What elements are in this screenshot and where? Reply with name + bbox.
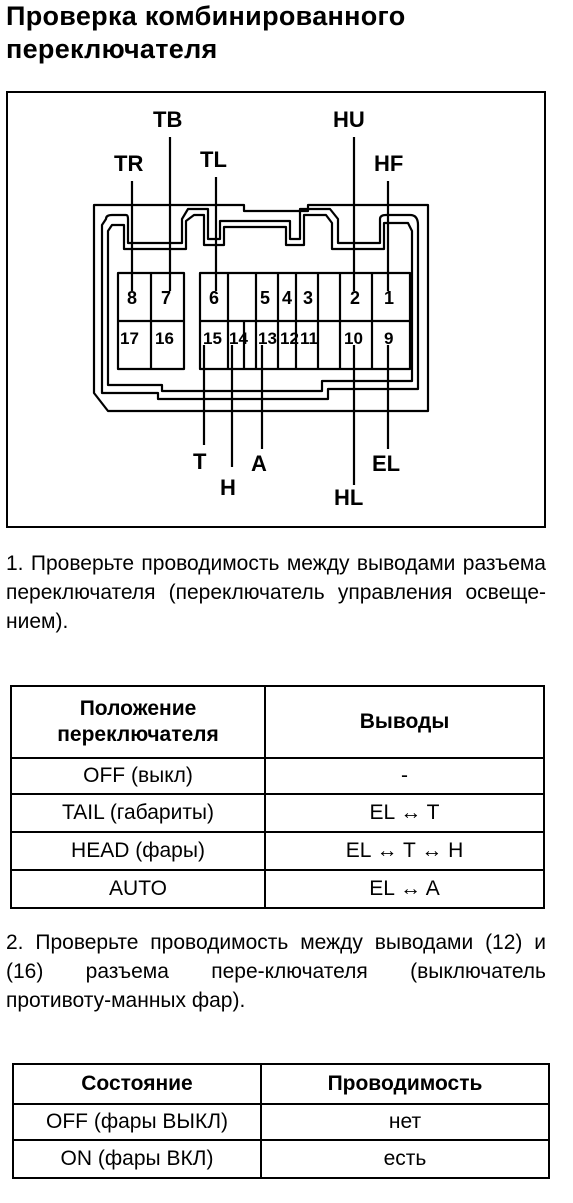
step-1-text: 1. Проверьте проводимость между выводами… xyxy=(6,552,546,633)
pin-14: 14 xyxy=(229,329,248,348)
label-h: H xyxy=(220,475,236,500)
pin-6: 6 xyxy=(209,288,220,308)
table-row: OFF (выкл) - xyxy=(10,757,545,795)
cell-continuity: есть xyxy=(260,1139,550,1179)
fog-lamp-switch-table: Состояние Проводимость OFF (фары ВЫКЛ) н… xyxy=(12,1063,550,1179)
label-hu: HU xyxy=(333,107,365,132)
header-continuity: Проводимость xyxy=(260,1063,550,1105)
label-tr: TR xyxy=(114,151,144,176)
title-line-1: Проверка комбинированного xyxy=(6,1,406,31)
lighting-switch-table: Положение переключателя Выводы OFF (выкл… xyxy=(10,685,545,909)
pin-15: 15 xyxy=(203,329,222,348)
pin-4: 4 xyxy=(282,288,293,308)
pin-2: 2 xyxy=(350,288,361,308)
label-tl: TL xyxy=(200,147,227,172)
label-t: T xyxy=(193,449,207,474)
step-2-text: 2. Проверьте проводимость между выводами… xyxy=(6,931,546,1012)
pin-17: 17 xyxy=(120,329,139,348)
label-a: A xyxy=(251,451,267,476)
pin-12: 12 xyxy=(280,329,299,348)
pin-5: 5 xyxy=(260,288,271,308)
cell-position: HEAD (фары) xyxy=(10,831,266,871)
pin-16: 16 xyxy=(155,329,174,348)
label-tb: TB xyxy=(153,107,183,132)
header-state: Состояние xyxy=(12,1063,262,1105)
pin-1: 1 xyxy=(384,288,395,308)
table-header-row: Состояние Проводимость xyxy=(12,1063,550,1105)
cell-state: ON (фары ВКЛ) xyxy=(12,1139,262,1179)
pin-9: 9 xyxy=(384,329,394,348)
pin-11: 11 xyxy=(300,329,318,348)
label-hf: HF xyxy=(374,151,404,176)
cell-position: TAIL (габариты) xyxy=(10,793,266,833)
cell-terminals: EL ↔ T xyxy=(264,793,545,833)
header-switch-position: Положение переключателя xyxy=(10,685,266,759)
cell-continuity: нет xyxy=(260,1103,550,1141)
table-row: AUTO EL ↔ A xyxy=(10,869,545,909)
table-row: OFF (фары ВЫКЛ) нет xyxy=(12,1103,550,1141)
label-el: EL xyxy=(372,451,401,476)
cell-position: OFF (выкл) xyxy=(10,757,266,795)
pin-7: 7 xyxy=(161,288,172,308)
pin-3: 3 xyxy=(303,288,314,308)
cell-terminals: EL ↔ A xyxy=(264,869,545,909)
connector-diagram: TB TR TL HU HF T H A EL HL 8 7 6 5 4 3 2… xyxy=(6,91,546,528)
page-title: Проверка комбинированного переключателя xyxy=(6,0,406,66)
cell-terminals: - xyxy=(264,757,545,795)
cell-terminals: EL ↔ T ↔ H xyxy=(264,831,545,871)
table-row: TAIL (габариты) EL ↔ T xyxy=(10,793,545,833)
label-hl: HL xyxy=(334,485,364,510)
cell-state: OFF (фары ВЫКЛ) xyxy=(12,1103,262,1141)
pin-10: 10 xyxy=(344,329,363,348)
connector-drawing xyxy=(92,137,430,485)
pin-13: 13 xyxy=(258,329,277,348)
header-terminals: Выводы xyxy=(264,685,545,759)
title-line-2: переключателя xyxy=(6,34,218,64)
table-header-row: Положение переключателя Выводы xyxy=(10,685,545,759)
table-row: HEAD (фары) EL ↔ T ↔ H xyxy=(10,831,545,871)
table-row: ON (фары ВКЛ) есть xyxy=(12,1139,550,1179)
cell-position: AUTO xyxy=(10,869,266,909)
pin-8: 8 xyxy=(127,288,138,308)
